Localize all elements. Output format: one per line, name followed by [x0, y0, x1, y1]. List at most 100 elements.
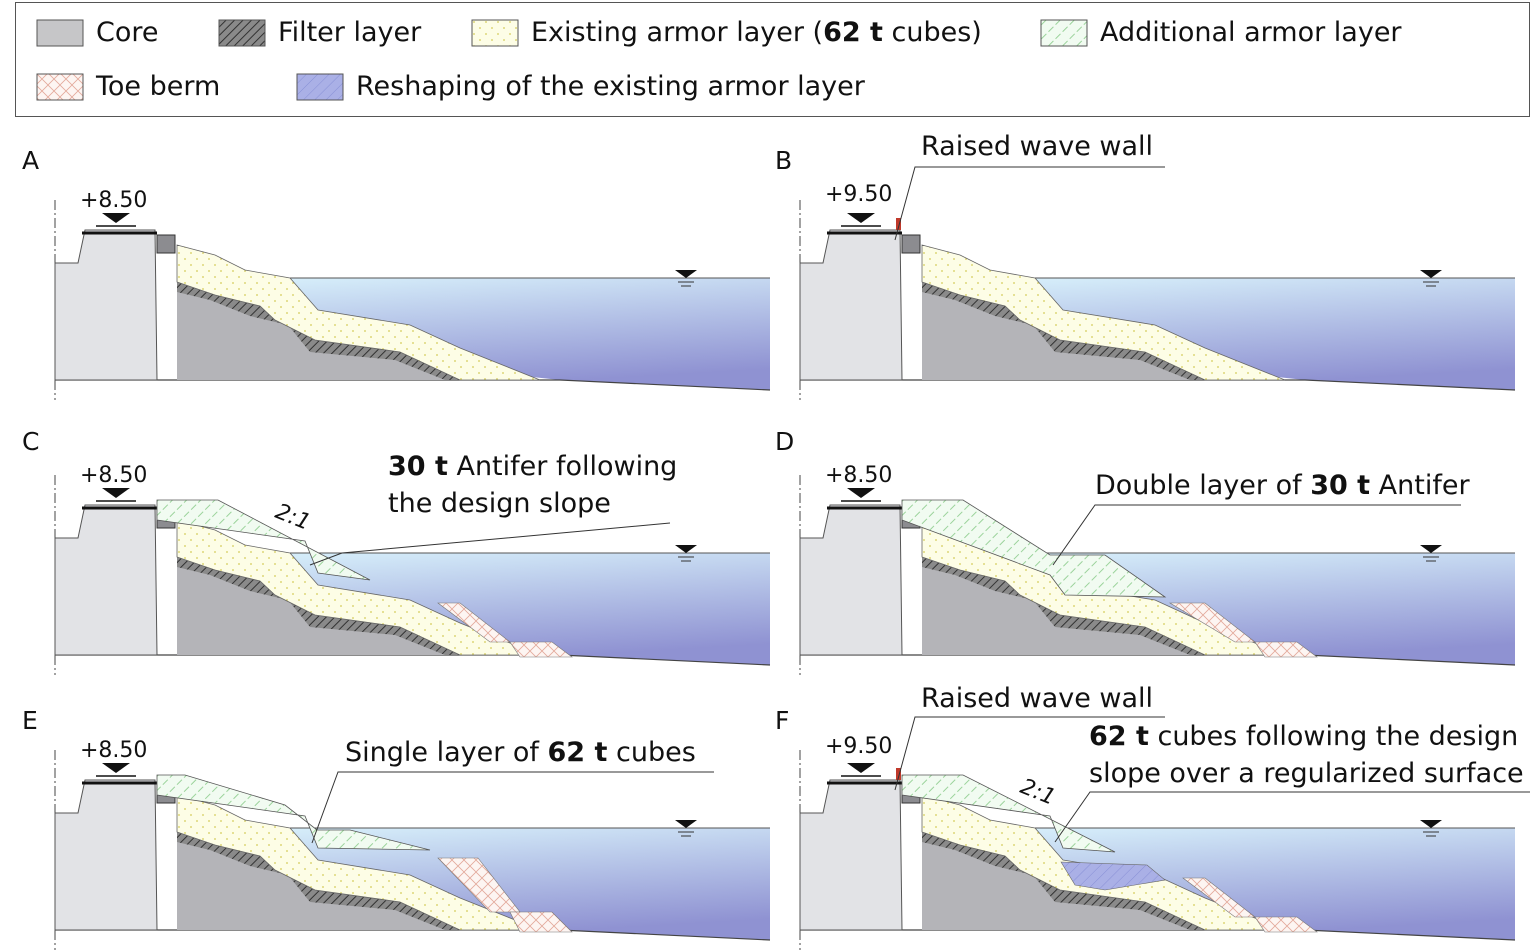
toe-berm-outer	[509, 911, 573, 933]
callout-note: Raised wave wall	[921, 131, 1154, 162]
filter-swatch	[218, 19, 266, 46]
legend-label: Core	[96, 17, 159, 48]
callout-note-top: Raised wave wall	[921, 683, 1154, 714]
water-body	[1035, 553, 1515, 665]
water-body	[290, 828, 770, 940]
section-panel-a: A +8.50	[20, 130, 790, 400]
cross-section-drawing	[54, 750, 771, 950]
legend-label: Toe berm	[96, 71, 221, 102]
crest-structure	[54, 504, 158, 656]
elevation-marker-icon	[102, 488, 130, 498]
crest-structure	[799, 504, 903, 656]
elevation-marker-icon	[847, 213, 875, 223]
elevation-label: +8.50	[80, 188, 148, 213]
additional-swatch	[1040, 19, 1088, 46]
existing-armor-layer	[921, 244, 1286, 381]
cross-section-drawing	[799, 475, 1516, 675]
toe-berm-outer	[1254, 916, 1318, 933]
elevation-marker-icon	[847, 488, 875, 498]
elevation-label: +9.50	[825, 734, 893, 759]
wave-wall-block	[901, 234, 921, 254]
legend-label: Existing armor layer (62 t cubes)	[531, 17, 982, 48]
existing-armor-layer	[921, 794, 1286, 931]
elevation-marker-icon	[102, 763, 130, 773]
callout-note: Double layer of 30 t Antifer	[1095, 470, 1470, 501]
panel-letter: A	[22, 146, 40, 175]
elevation-marker-icon	[847, 763, 875, 773]
raised-wave-wall	[896, 218, 901, 230]
legend-item-toe: Toe berm	[36, 71, 220, 102]
elevation-label: +8.50	[825, 463, 893, 488]
panel-letter: C	[22, 427, 40, 456]
existing-armor-layer	[176, 244, 541, 381]
legend-item-core: Core	[36, 17, 159, 48]
panel-letter: B	[775, 146, 793, 175]
legend: Core Filter layer Existing armor layer (…	[15, 2, 1530, 117]
crest-structure	[54, 229, 158, 381]
raised-wave-wall	[896, 768, 901, 780]
existing-armor-layer	[176, 794, 541, 931]
existing-armor-layer	[176, 519, 541, 656]
water-level-marker-icon	[675, 820, 697, 828]
elevation-label: +9.50	[825, 182, 893, 207]
filter-layer	[922, 832, 1205, 930]
additional-armor-layer	[156, 499, 371, 581]
crest-structure	[54, 779, 158, 931]
core-layer	[922, 795, 1205, 930]
elevation-marker-icon	[102, 213, 130, 223]
additional-armor-layer	[156, 774, 431, 851]
core-layer	[177, 520, 460, 655]
water-level-marker-icon	[675, 270, 697, 278]
callout-leader-line	[1054, 791, 1530, 843]
elevation-label: +8.50	[80, 463, 148, 488]
callout-leader-line	[311, 771, 714, 844]
filter-layer	[922, 282, 1205, 380]
water-level-marker-icon	[1420, 820, 1442, 828]
crest-structure	[799, 229, 903, 381]
core-swatch	[36, 19, 84, 46]
cross-section-drawing	[54, 475, 771, 675]
panel-letter: D	[775, 427, 795, 456]
water-body	[290, 278, 770, 390]
legend-item-filter: Filter layer	[218, 17, 421, 48]
water-body	[1035, 828, 1515, 940]
toe-swatch	[36, 73, 84, 100]
toe-berm-outer	[1254, 641, 1318, 658]
wave-wall-block	[156, 234, 176, 254]
wave-wall-leader-line	[894, 716, 1165, 791]
elevation-label: +8.50	[80, 738, 148, 763]
filter-layer	[922, 557, 1205, 655]
panel-letter: E	[22, 706, 38, 735]
callout-leader-line	[309, 522, 671, 566]
core-layer	[177, 795, 460, 930]
filter-layer	[177, 557, 460, 655]
section-panel-e: E +8.50 Single layer of 62 t cubes	[20, 680, 790, 950]
section-panel-f: F +9.50 Raised wave wall 2:1 62 t cubes …	[765, 680, 1535, 950]
callout-leader-line	[1052, 504, 1461, 566]
legend-item-additional: Additional armor layer	[1040, 17, 1402, 48]
section-panel-d: D +8.50 Double layer of 30 t Antifer	[765, 405, 1535, 675]
panel-letter: F	[775, 706, 790, 735]
crest-structure	[799, 779, 903, 931]
cross-section-drawing	[54, 200, 771, 400]
armor-swatch	[471, 19, 519, 46]
legend-item-armor: Existing armor layer (62 t cubes)	[471, 17, 982, 48]
legend-label: Additional armor layer	[1100, 17, 1402, 48]
additional-armor-layer	[901, 499, 1167, 598]
callout-note: Single layer of 62 t cubes	[345, 737, 696, 768]
legend-item-reshape: Reshaping of the existing armor layer	[296, 71, 865, 102]
filter-layer	[177, 282, 460, 380]
core-layer	[922, 245, 1205, 380]
water-body	[290, 553, 770, 665]
water-body	[1035, 278, 1515, 390]
core-layer	[922, 520, 1205, 655]
water-level-marker-icon	[675, 545, 697, 553]
cross-section-drawing	[799, 716, 1530, 950]
water-level-marker-icon	[1420, 545, 1442, 553]
filter-layer	[177, 832, 460, 930]
section-panel-b: B +9.50 Raised wave wall	[765, 130, 1535, 400]
reshaped-armor-layer	[1060, 861, 1166, 891]
